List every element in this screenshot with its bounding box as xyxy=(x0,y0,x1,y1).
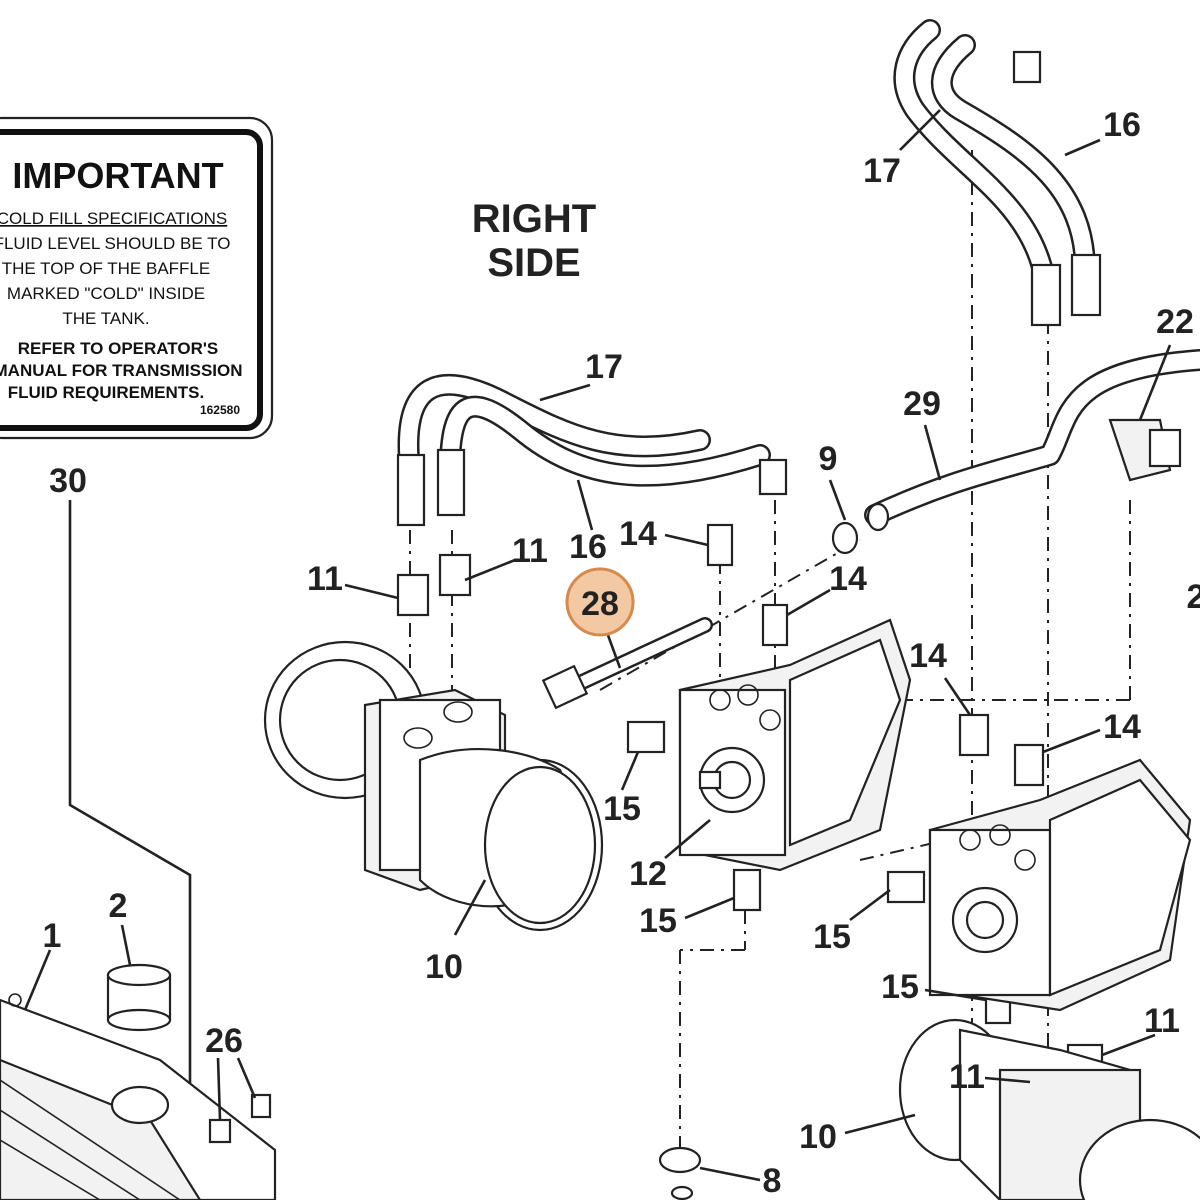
radiator xyxy=(0,993,277,1200)
fitting-15 xyxy=(626,720,666,754)
callout-28[interactable]: 28 xyxy=(581,585,619,623)
callout-16: 16 xyxy=(569,528,607,566)
callout-11: 11 xyxy=(1144,1002,1180,1040)
clamp-9 xyxy=(831,521,859,555)
callout-29: 29 xyxy=(903,385,941,423)
elbow-fitting xyxy=(758,458,788,496)
callout-14: 14 xyxy=(909,637,947,675)
hose-29 xyxy=(864,349,1200,532)
fitting-14 xyxy=(706,523,734,567)
callout-28-highlight[interactable]: 28 xyxy=(565,567,635,637)
callout-15: 15 xyxy=(603,790,641,828)
callout-22: 22 xyxy=(1156,303,1194,341)
hose-assembly-mid xyxy=(396,373,788,527)
callout-17: 17 xyxy=(585,348,623,386)
bolt-26 xyxy=(250,1093,272,1119)
tube-28 xyxy=(541,617,713,710)
callout-15: 15 xyxy=(639,902,677,940)
callout-10: 10 xyxy=(425,948,463,986)
wheel-motor-10-bottom xyxy=(898,1018,1200,1200)
callout-11: 11 xyxy=(949,1058,985,1096)
leader-line-30 xyxy=(68,500,192,1140)
callout-10: 10 xyxy=(799,1118,837,1156)
elbow-fitting xyxy=(1012,50,1042,84)
decal-subheading: COLD FILL SPECIFICATIONS xyxy=(0,209,227,228)
callout-16: 16 xyxy=(1103,106,1141,144)
callout-11: 11 xyxy=(512,532,548,570)
decal-line: FLUID LEVEL SHOULD BE TO xyxy=(0,234,230,253)
callout-2-cut: 2 xyxy=(1187,578,1200,616)
callout-2: 2 xyxy=(109,887,128,925)
callout-26: 26 xyxy=(205,1022,243,1060)
wheel-motor-10 xyxy=(263,640,604,932)
bolt-26 xyxy=(208,1118,232,1144)
leader-lines xyxy=(23,109,1172,1182)
fitting-14 xyxy=(761,603,789,647)
fitting-11 xyxy=(438,553,472,597)
decal-line: FLUID REQUIREMENTS. xyxy=(8,383,204,402)
filler-cap-2 xyxy=(106,963,172,1032)
fitting-11 xyxy=(396,573,430,617)
decal-line: MANUAL FOR TRANSMISSION xyxy=(0,361,243,380)
decal-code: 162580 xyxy=(200,403,240,417)
decal-line: MARKED "COLD" INSIDE xyxy=(7,284,205,303)
page-title-line1: RIGHT xyxy=(472,197,596,241)
page-title-line2: SIDE xyxy=(487,241,580,285)
hose-end-fitting xyxy=(396,453,426,527)
decal-heading: IMPORTANT xyxy=(12,155,223,196)
callout-14: 14 xyxy=(1103,708,1141,746)
callout-8: 8 xyxy=(763,1162,782,1200)
callout-11: 11 xyxy=(307,560,343,598)
decal-line: REFER TO OPERATOR'S xyxy=(18,339,219,358)
hydrostatic-pump-12 xyxy=(678,618,912,872)
fitting-15 xyxy=(886,870,926,904)
hose-end-fitting xyxy=(436,448,466,517)
hose-end-fitting xyxy=(1030,263,1062,327)
hydrostatic-pump-right xyxy=(928,758,1192,1012)
callout-14: 14 xyxy=(829,560,867,598)
callout-labels: 17 16 22 29 9 17 16 11 11 14 14 14 14 30… xyxy=(43,106,1200,1200)
important-decal: IMPORTANT COLD FILL SPECIFICATIONS FLUID… xyxy=(0,116,274,440)
decal-line: THE TANK. xyxy=(62,309,149,328)
decal-line: THE TOP OF THE BAFFLE xyxy=(2,259,210,278)
clamp-8 xyxy=(658,1146,702,1200)
hose-assembly-top xyxy=(893,19,1102,327)
callout-12: 12 xyxy=(629,855,667,893)
callout-14: 14 xyxy=(619,515,657,553)
callout-15: 15 xyxy=(881,968,919,1006)
fitting-14 xyxy=(1013,743,1045,787)
callout-15: 15 xyxy=(813,918,851,956)
callout-1: 1 xyxy=(43,917,62,955)
callout-30: 30 xyxy=(49,462,87,500)
callout-9: 9 xyxy=(819,440,838,478)
hose-end-fitting xyxy=(1070,253,1102,317)
fitting-14 xyxy=(958,713,990,757)
fitting-15 xyxy=(732,868,762,912)
callout-17: 17 xyxy=(863,152,901,190)
